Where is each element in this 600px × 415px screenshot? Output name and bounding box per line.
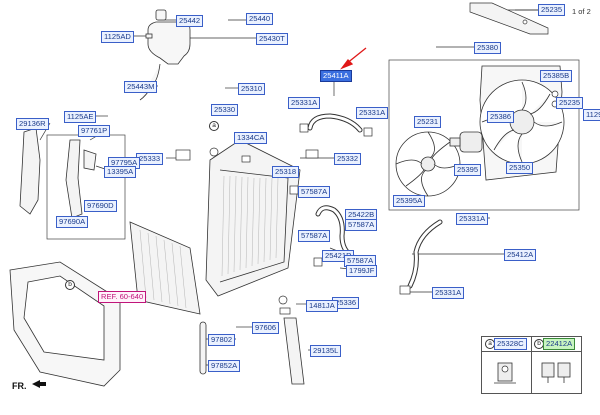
part-label-1481ja[interactable]: 1481JA — [306, 300, 338, 312]
part-label-57587a-lower[interactable]: 57587A — [298, 230, 331, 242]
part-label-97690a[interactable]: 97690A — [56, 216, 89, 228]
part-label-25440[interactable]: 25440 — [246, 13, 274, 25]
part-label-25386[interactable]: 25386 — [487, 111, 515, 123]
part-label-1334ca[interactable]: 1334CA — [234, 132, 268, 144]
part-label-25442[interactable]: 25442 — [176, 15, 204, 27]
part-label-1125ad[interactable]: 1125AD — [101, 31, 134, 43]
part-label-1799jf[interactable]: 1799JF — [346, 265, 378, 277]
front-direction-label: FR. — [12, 381, 27, 391]
part-label-25395a[interactable]: 25395A — [393, 195, 426, 207]
part-label-25443m[interactable]: 25443M — [124, 81, 158, 93]
part-label-1129[interactable]: 1129 — [583, 109, 600, 121]
part-label-97761p[interactable]: 97761P — [78, 125, 111, 137]
legend-header-rule — [482, 351, 581, 352]
part-label-29136r[interactable]: 29136R — [16, 118, 49, 130]
part-label-13395a[interactable]: 13395A — [104, 166, 137, 178]
part-label-25235-top[interactable]: 25235 — [538, 4, 566, 16]
part-label-25331a-bottom[interactable]: 25331A — [432, 287, 465, 299]
bolt-icon — [541, 362, 571, 383]
part-label-25333[interactable]: 25333 — [136, 153, 164, 165]
reference-link-60-640[interactable]: REF. 60-640 — [98, 291, 147, 303]
part-label-25430t[interactable]: 25430T — [256, 33, 288, 45]
part-label-25231[interactable]: 25231 — [414, 116, 442, 128]
part-label-1125ae[interactable]: 1125AE — [64, 111, 97, 123]
clip-icon — [494, 362, 516, 384]
part-label-25350[interactable]: 25350 — [506, 162, 534, 174]
part-label-25331a-upper-right[interactable]: 25331A — [356, 107, 389, 119]
circle-marker-b: b — [65, 280, 75, 290]
part-label-25332[interactable]: 25332 — [334, 153, 362, 165]
part-label-25395[interactable]: 25395 — [454, 164, 482, 176]
part-label-97852a[interactable]: 97852A — [208, 360, 241, 372]
part-label-25318[interactable]: 25318 — [272, 166, 300, 178]
part-label-97802[interactable]: 97802 — [208, 334, 236, 346]
legend-part-label-25328c[interactable]: 25328C — [494, 338, 527, 350]
part-label-97690d[interactable]: 97690D — [84, 200, 117, 212]
part-label-57587a-mid[interactable]: 57587A — [345, 219, 378, 231]
part-label-25235-right[interactable]: 25235 — [556, 97, 584, 109]
circle-marker-a: a — [209, 121, 219, 131]
part-label-25331a-upper-left[interactable]: 25331A — [288, 97, 321, 109]
part-label-25411a-highlighted[interactable]: 25411A — [320, 70, 352, 82]
part-label-25310[interactable]: 25310 — [238, 83, 266, 95]
page-indicator: 1 of 2 — [572, 7, 591, 16]
part-label-25380[interactable]: 25380 — [474, 42, 502, 54]
part-label-25385b[interactable]: 25385B — [540, 70, 573, 82]
legend-divider — [531, 337, 532, 393]
part-label-25330[interactable]: 25330 — [211, 104, 239, 116]
legend-part-label-22412a[interactable]: 22412A — [543, 338, 576, 350]
part-label-97606[interactable]: 97606 — [252, 322, 280, 334]
part-label-57587a-upper[interactable]: 57587A — [298, 186, 331, 198]
part-label-29135l[interactable]: 29135L — [310, 345, 342, 357]
part-label-25412a[interactable]: 25412A — [504, 249, 537, 261]
part-label-25331a-right[interactable]: 25331A — [456, 213, 489, 225]
